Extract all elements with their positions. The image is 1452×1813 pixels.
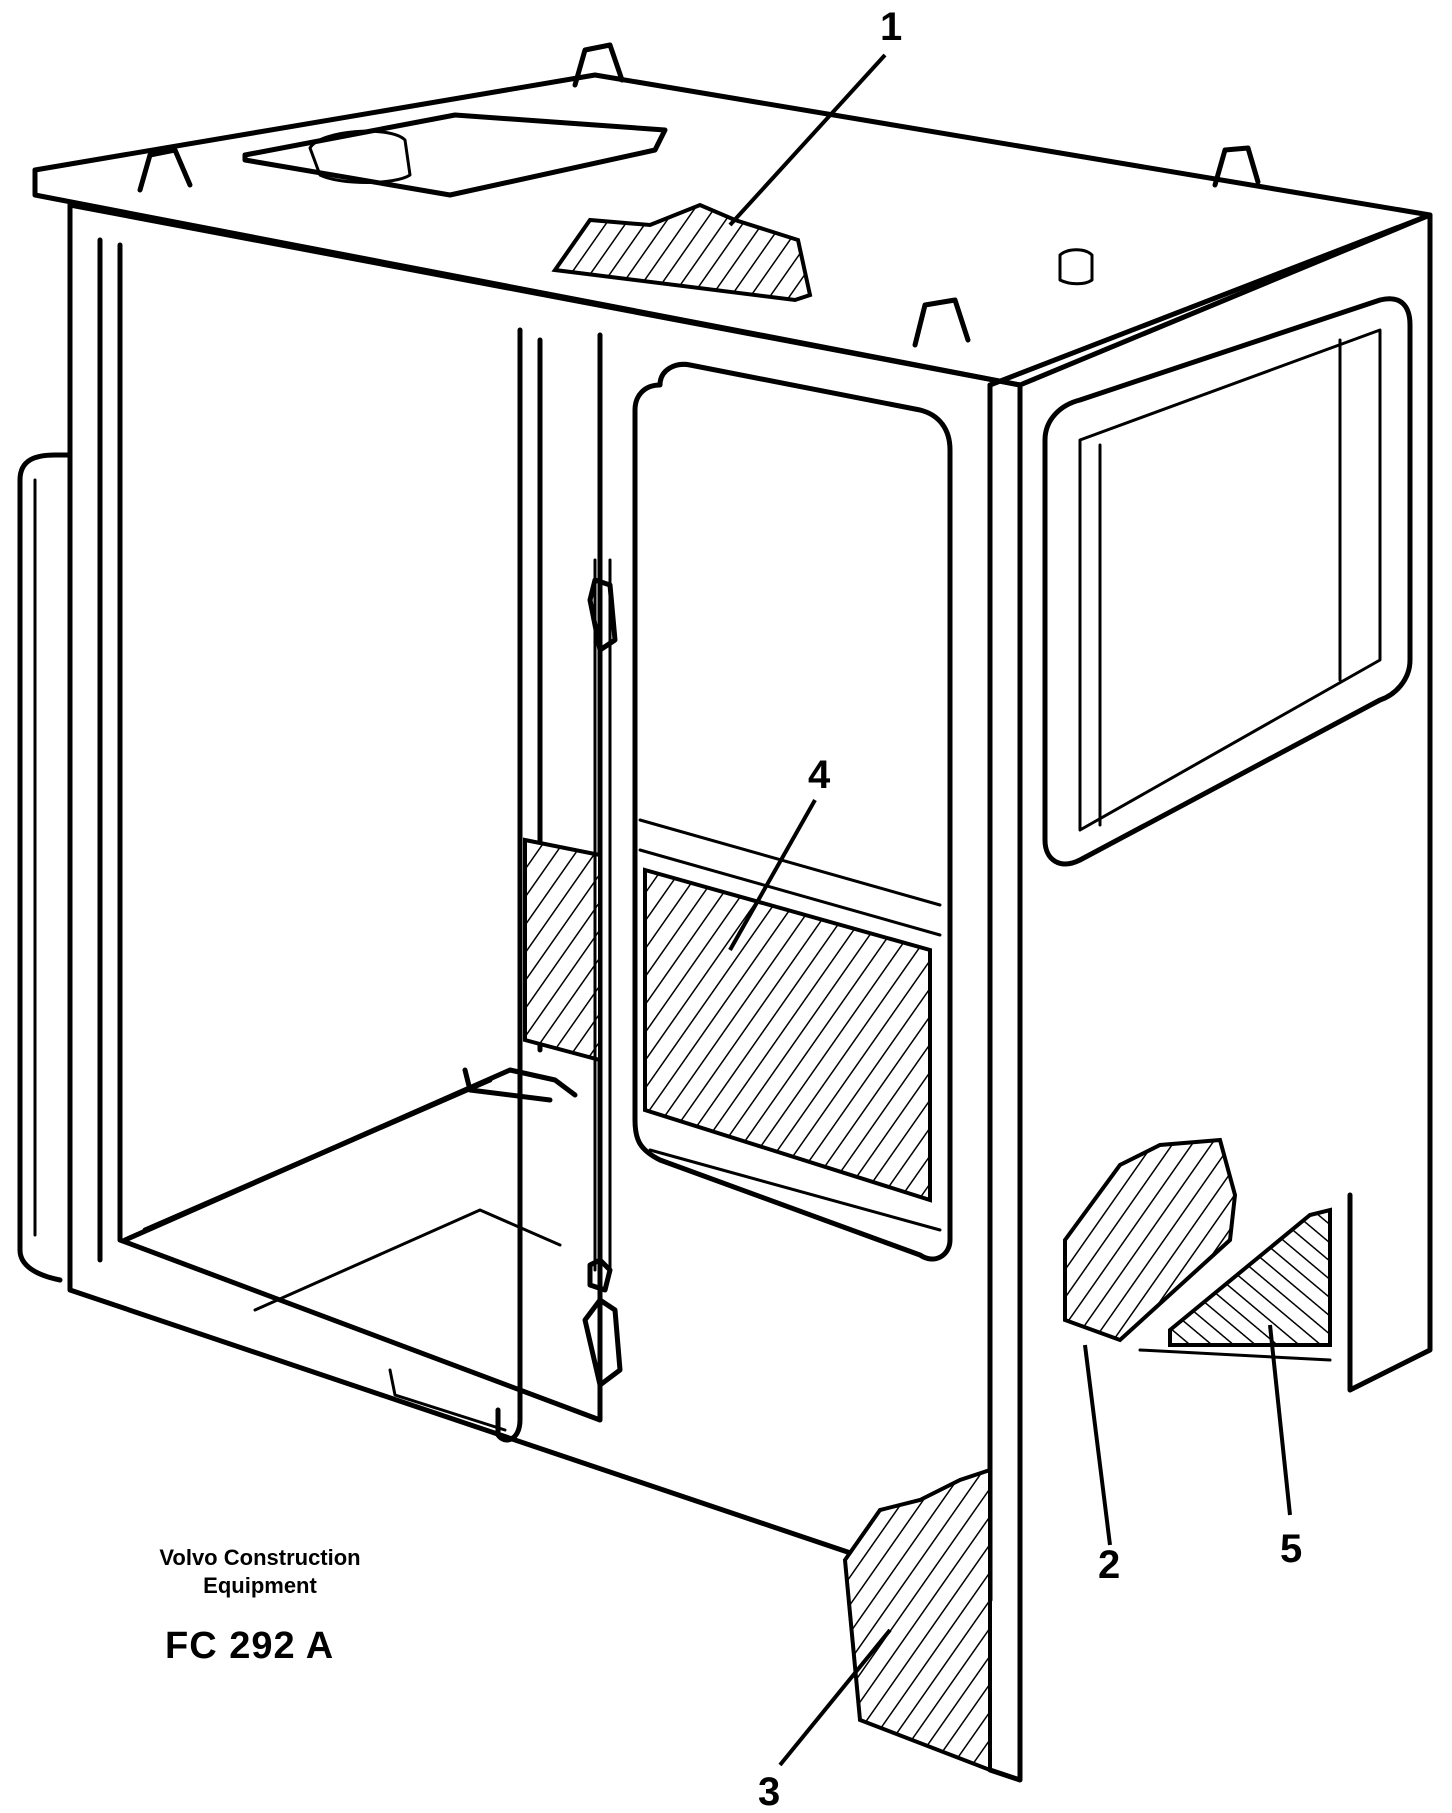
manufacturer-credit-line1: Volvo Construction	[159, 1545, 361, 1570]
lower-side-insulation-part	[1168, 1207, 1332, 1347]
callout-2-number: 2	[1098, 1543, 1120, 1587]
lifting-eye	[137, 147, 193, 193]
side-insulation-part	[1063, 1137, 1238, 1343]
lifting-eye	[912, 297, 971, 348]
cab-door	[17, 452, 73, 1283]
rear-lower-insulation-part	[842, 1467, 992, 1773]
roof-stud	[1058, 248, 1094, 286]
callout-3-number: 3	[758, 1770, 780, 1813]
figure-code: FC 292 A	[165, 1625, 335, 1667]
callout-3: 3	[758, 1628, 892, 1813]
side-window	[1042, 296, 1413, 867]
callout-4-number: 4	[808, 753, 831, 797]
cab-right-side	[987, 212, 1433, 1783]
cable-harness	[495, 558, 623, 1443]
lifting-eye	[572, 42, 625, 88]
cab-roof	[32, 42, 1433, 388]
callout-1-number: 1	[880, 5, 902, 49]
callout-5-number: 5	[1280, 1527, 1302, 1571]
callout-2: 2	[1083, 1344, 1120, 1587]
rear-window	[632, 361, 953, 1262]
cab-front-frame	[67, 202, 993, 1603]
callout-1: 1	[728, 5, 902, 227]
cab-floor	[122, 1067, 578, 1432]
callout-4: 4	[728, 753, 831, 951]
rear-wall-insulation-side	[523, 837, 602, 1063]
roof-insulation-part	[551, 202, 813, 303]
rear-wall-insulation	[643, 867, 932, 1203]
callout-5: 5	[1268, 1324, 1302, 1571]
manufacturer-credit-line2: Equipment	[203, 1573, 317, 1598]
lifting-eye	[1212, 145, 1261, 188]
